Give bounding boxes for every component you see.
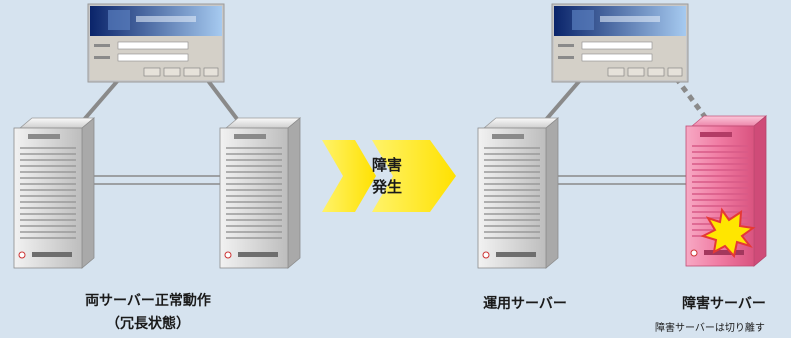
active-server-caption: 運用サーバー [483, 296, 567, 312]
failed-server-caption: 障害サーバー [682, 296, 766, 312]
arrow-chevron-icon [372, 140, 456, 212]
before-caption-line2: （冗長状態） [106, 316, 190, 332]
failure-burst-icon [700, 207, 756, 259]
failure-arrow-label: 障害 発生 [362, 154, 412, 198]
server-icon [13, 117, 95, 269]
failure-label-line2: 発生 [371, 178, 402, 196]
server-icon [477, 117, 559, 269]
client-monitor-icon [87, 3, 225, 83]
disconnected-line [673, 76, 731, 150]
client-monitor-icon [551, 3, 689, 83]
arrow-chevron-icon [322, 140, 376, 212]
server-icon [219, 117, 301, 269]
panel-after [477, 3, 767, 269]
failure-arrow [322, 140, 456, 212]
before-caption-line1: 両サーバー正常動作 [85, 293, 211, 309]
failure-label-line1: 障害 [371, 156, 402, 174]
panel-before [13, 3, 301, 269]
failed-server-note: 障害サーバーは切り離す [655, 323, 765, 334]
